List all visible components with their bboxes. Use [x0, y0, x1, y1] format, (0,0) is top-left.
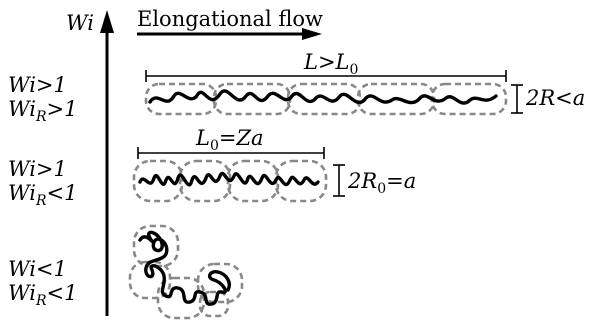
- flow-label: Elongational flow: [137, 7, 323, 31]
- flow-arrow-head: [302, 28, 322, 40]
- mid-width-dimension: 2R0=a: [333, 164, 416, 197]
- mid-length-dimension: L0=Za: [137, 126, 325, 159]
- stretched-chain: [148, 89, 498, 105]
- top-length-main: L>L: [303, 50, 350, 74]
- wi-axis-arrowhead: [100, 10, 114, 33]
- wi-axis: Wi: [66, 10, 114, 316]
- coiled-chain: [138, 230, 231, 306]
- top-length-label: L>L0: [303, 50, 358, 78]
- mid-width-main: 2R: [347, 169, 377, 193]
- regime-1-line2-rest: >1: [46, 97, 77, 121]
- mid-length-rest: =Za: [219, 126, 264, 150]
- wi-axis-label: Wi: [66, 11, 94, 35]
- regime-3-line2: WiR<1: [8, 281, 77, 309]
- blob-chain: [138, 172, 320, 187]
- regime-1-line2-main: Wi: [8, 97, 36, 121]
- blob-chain-group: L0=Za 2R0=a: [132, 126, 416, 203]
- flow-arrow: Elongational flow: [137, 7, 323, 40]
- top-length-dimension: L>L0: [145, 50, 507, 82]
- regime-2-line1: Wi>1: [8, 157, 67, 181]
- mid-width-label: 2R0=a: [347, 169, 416, 197]
- stretched-chain-group: L>L0 2R<a: [144, 50, 585, 116]
- regime-2-line2: WiR<1: [8, 181, 77, 209]
- regime-1-line1: Wi>1: [8, 73, 67, 97]
- mid-length-label: L0=Za: [195, 126, 264, 154]
- mid-width-sub: 0: [377, 181, 386, 197]
- regime-2-line2-main: Wi: [8, 181, 36, 205]
- regime-labels: Wi>1 WiR>1 Wi>1 WiR<1 Wi<1 WiR<1: [8, 73, 77, 309]
- regime-3-line2-main: Wi: [8, 281, 36, 305]
- regime-2-line2-sub: R: [35, 193, 47, 209]
- mid-length-main: L: [195, 126, 210, 150]
- top-width-dimension: 2R<a: [511, 84, 585, 114]
- top-width-label: 2R<a: [525, 86, 585, 110]
- regime-3-line1: Wi<1: [8, 257, 67, 281]
- regime-3-line2-sub: R: [35, 293, 47, 309]
- regime-2-line2-rest: <1: [46, 181, 77, 205]
- regime-1-line2-sub: R: [35, 109, 47, 125]
- mid-width-rest: =a: [386, 169, 416, 193]
- mid-length-sub: 0: [210, 138, 219, 154]
- regime-3-line2-rest: <1: [46, 281, 77, 305]
- coiled-chain-group: [128, 224, 244, 320]
- regime-1-line2: WiR>1: [8, 97, 77, 125]
- top-length-sub: 0: [350, 62, 359, 78]
